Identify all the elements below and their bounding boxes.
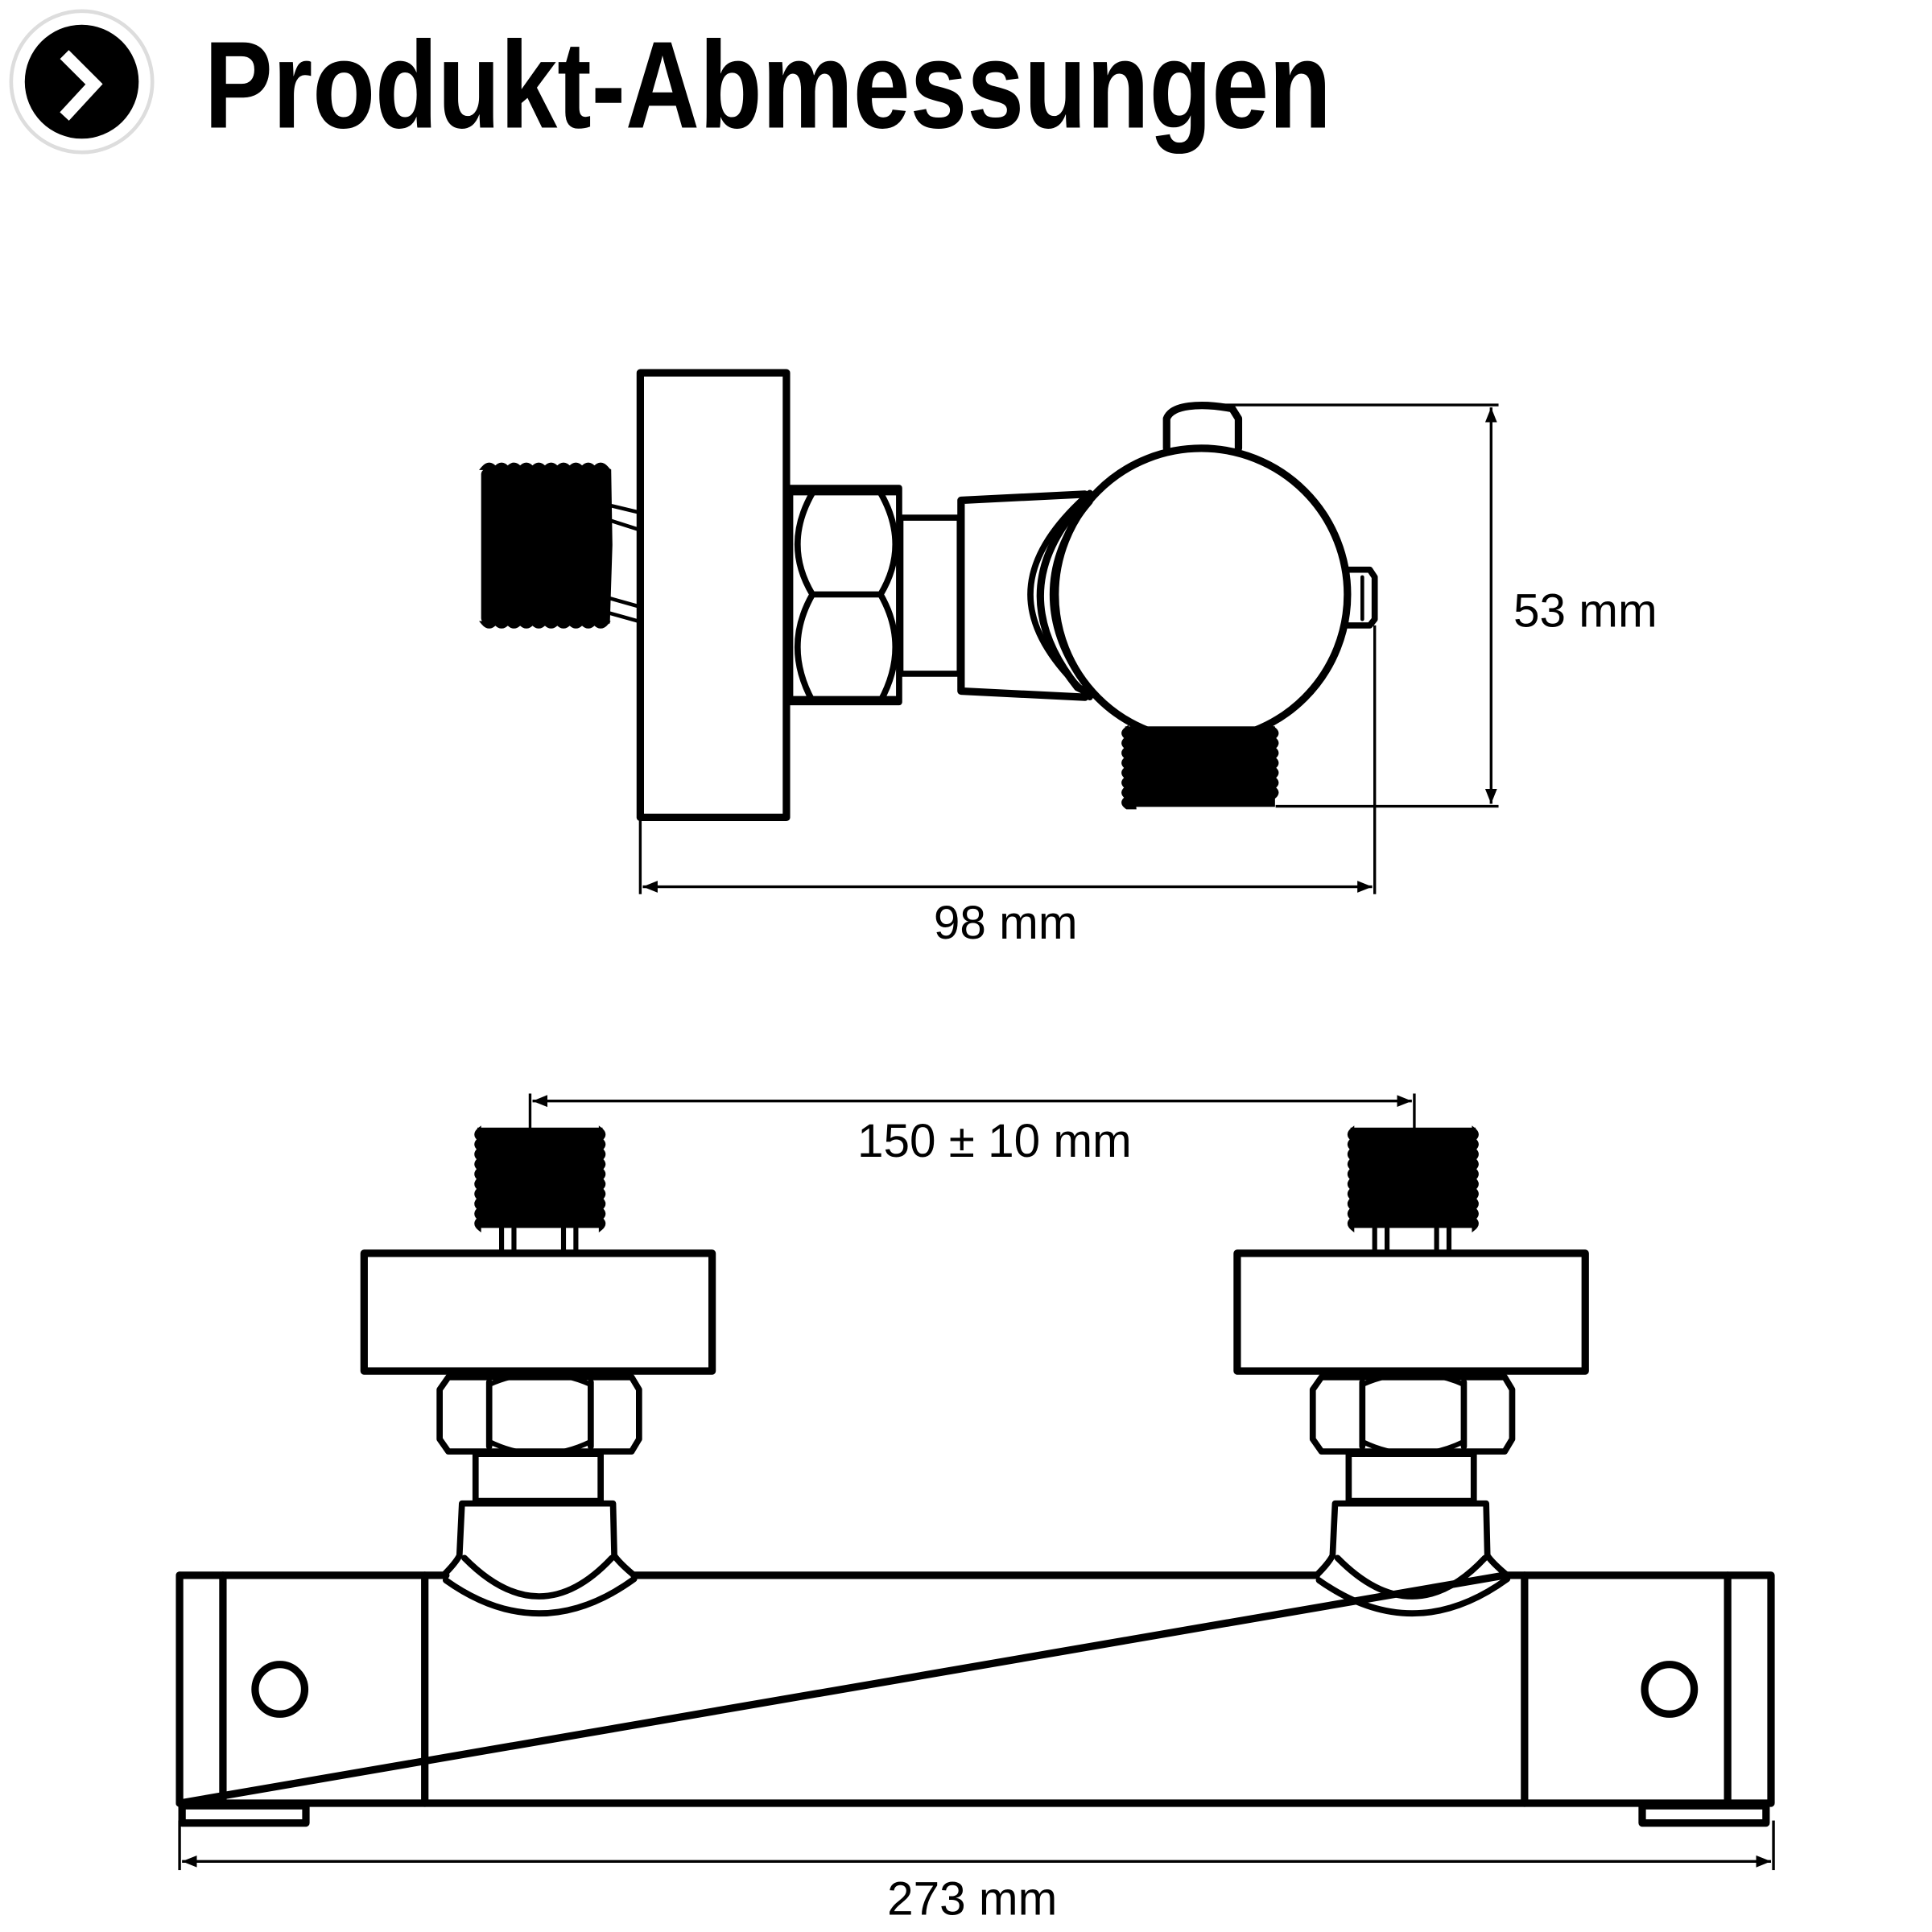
wall-plate: [636, 369, 791, 822]
depth-dimension: 98 mm: [638, 625, 1377, 949]
outlet-thread: [1121, 724, 1279, 810]
chevron-right-circle-icon: [9, 9, 155, 155]
spacing-dimension: 150 ± 10 mm: [528, 1093, 1416, 1167]
page-title: Produkt-Abmessungen: [204, 15, 1331, 154]
wall-thread: [479, 462, 642, 629]
right-mounting-hole: [1641, 1661, 1699, 1718]
height-dimension: 53 mm: [1208, 403, 1657, 808]
spacing-label: 150 ± 10 mm: [857, 1115, 1132, 1167]
right-foot: [1638, 1802, 1770, 1827]
hex-nut: [786, 485, 902, 706]
depth-label: 98 mm: [934, 897, 1078, 949]
height-label: 53 mm: [1513, 584, 1657, 637]
left-foot: [178, 1802, 310, 1827]
width-dimension: 273 mm: [178, 1820, 1775, 1925]
top-cap: [1162, 401, 1243, 452]
left-mounting-hole: [251, 1661, 309, 1718]
thermostat-body: [1051, 444, 1352, 745]
right-inlet: [1237, 1129, 1585, 1613]
thermostat-bar: [175, 1571, 1775, 1807]
side-knob: [1344, 566, 1378, 629]
left-inlet: [360, 1125, 716, 1616]
width-label: 273 mm: [887, 1872, 1057, 1925]
side-view: 53 mm 98 mm: [479, 369, 1657, 949]
front-view: 150 ± 10 mm: [175, 1093, 1775, 1925]
pipe-connector: [897, 514, 964, 677]
